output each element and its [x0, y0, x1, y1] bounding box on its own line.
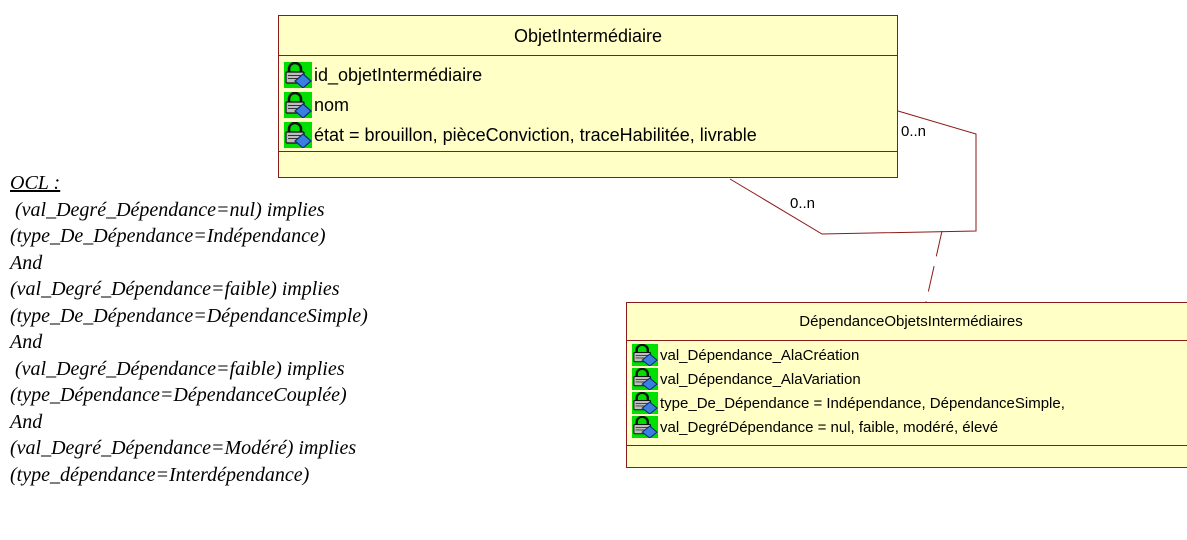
ocl-line: And	[10, 331, 43, 353]
attribute-label: type_De_Dépendance = Indépendance, Dépen…	[660, 394, 1065, 412]
ocl-line: (val_Degré_Dépendance=faible) implies	[10, 278, 340, 300]
private-attribute-icon	[632, 344, 658, 366]
multiplicity-right: 0..n	[901, 123, 927, 140]
attribute-row[interactable]: nom	[279, 90, 897, 120]
association-class-link	[925, 230, 943, 303]
private-attribute-icon	[284, 62, 312, 88]
ocl-line: And	[10, 251, 43, 274]
class-dependance-objets-intermediaires[interactable]: DépendanceObjetsIntermédiaires val_Dépen…	[626, 302, 1187, 468]
private-attribute-icon	[284, 122, 312, 148]
attribute-row[interactable]: val_Dépendance_AlaCréation	[627, 343, 1187, 367]
ocl-line: And	[10, 410, 43, 433]
attribute-row[interactable]: type_De_Dépendance = Indépendance, Dépen…	[627, 391, 1187, 415]
attribute-label: val_DegréDépendance = nul, faible, modér…	[660, 418, 999, 436]
attribute-label: val_Dépendance_AlaCréation	[660, 346, 860, 364]
class-objet-intermediaire[interactable]: ObjetIntermédiaire id_objetIntermédiaire…	[278, 15, 898, 178]
ocl-line: (type_De_Dépendance=Indépendance)	[10, 225, 326, 247]
association-line	[729, 110, 977, 235]
attribute-compartment: val_Dépendance_AlaCréation val_Dépendanc…	[627, 341, 1187, 446]
attribute-label: nom	[314, 94, 350, 115]
multiplicity-bottom: 0..n	[790, 195, 816, 212]
attribute-row[interactable]: id_objetIntermédiaire	[279, 60, 897, 90]
ocl-line: (val_Degré_Dépendance=faible) implies	[10, 357, 345, 380]
ocl-constraint: OCL : (val_Degré_Dépendance=nul) implies…	[10, 170, 368, 488]
ocl-line: (val_Degré_Dépendance=Modéré) implies	[10, 437, 357, 459]
attribute-label: id_objetIntermédiaire	[314, 64, 483, 85]
attribute-row[interactable]: état = brouillon, pièceConviction, trace…	[279, 120, 897, 150]
private-attribute-icon	[632, 368, 658, 390]
ocl-line: (type_De_Dépendance=DépendanceSimple)	[10, 304, 368, 327]
private-attribute-icon	[632, 392, 658, 414]
ocl-line: (type_Dépendance=DépendanceCouplée)	[10, 384, 347, 406]
attribute-row[interactable]: val_DegréDépendance = nul, faible, modér…	[627, 415, 1187, 439]
ocl-title: OCL :	[10, 172, 61, 194]
ocl-line: (val_Degré_Dépendance=nul) implies	[10, 198, 325, 221]
attribute-row[interactable]: val_Dépendance_AlaVariation	[627, 367, 1187, 391]
attribute-label: val_Dépendance_AlaVariation	[660, 370, 861, 388]
attribute-compartment: id_objetIntermédiaire nom état = brouill…	[279, 56, 897, 152]
class-name: ObjetIntermédiaire	[279, 16, 897, 56]
class-name: DépendanceObjetsIntermédiaires	[627, 303, 1187, 341]
private-attribute-icon	[284, 92, 312, 118]
ocl-line: (type_dépendance=Interdépendance)	[10, 463, 310, 486]
attribute-label: état = brouillon, pièceConviction, trace…	[314, 124, 757, 145]
private-attribute-icon	[632, 416, 658, 438]
